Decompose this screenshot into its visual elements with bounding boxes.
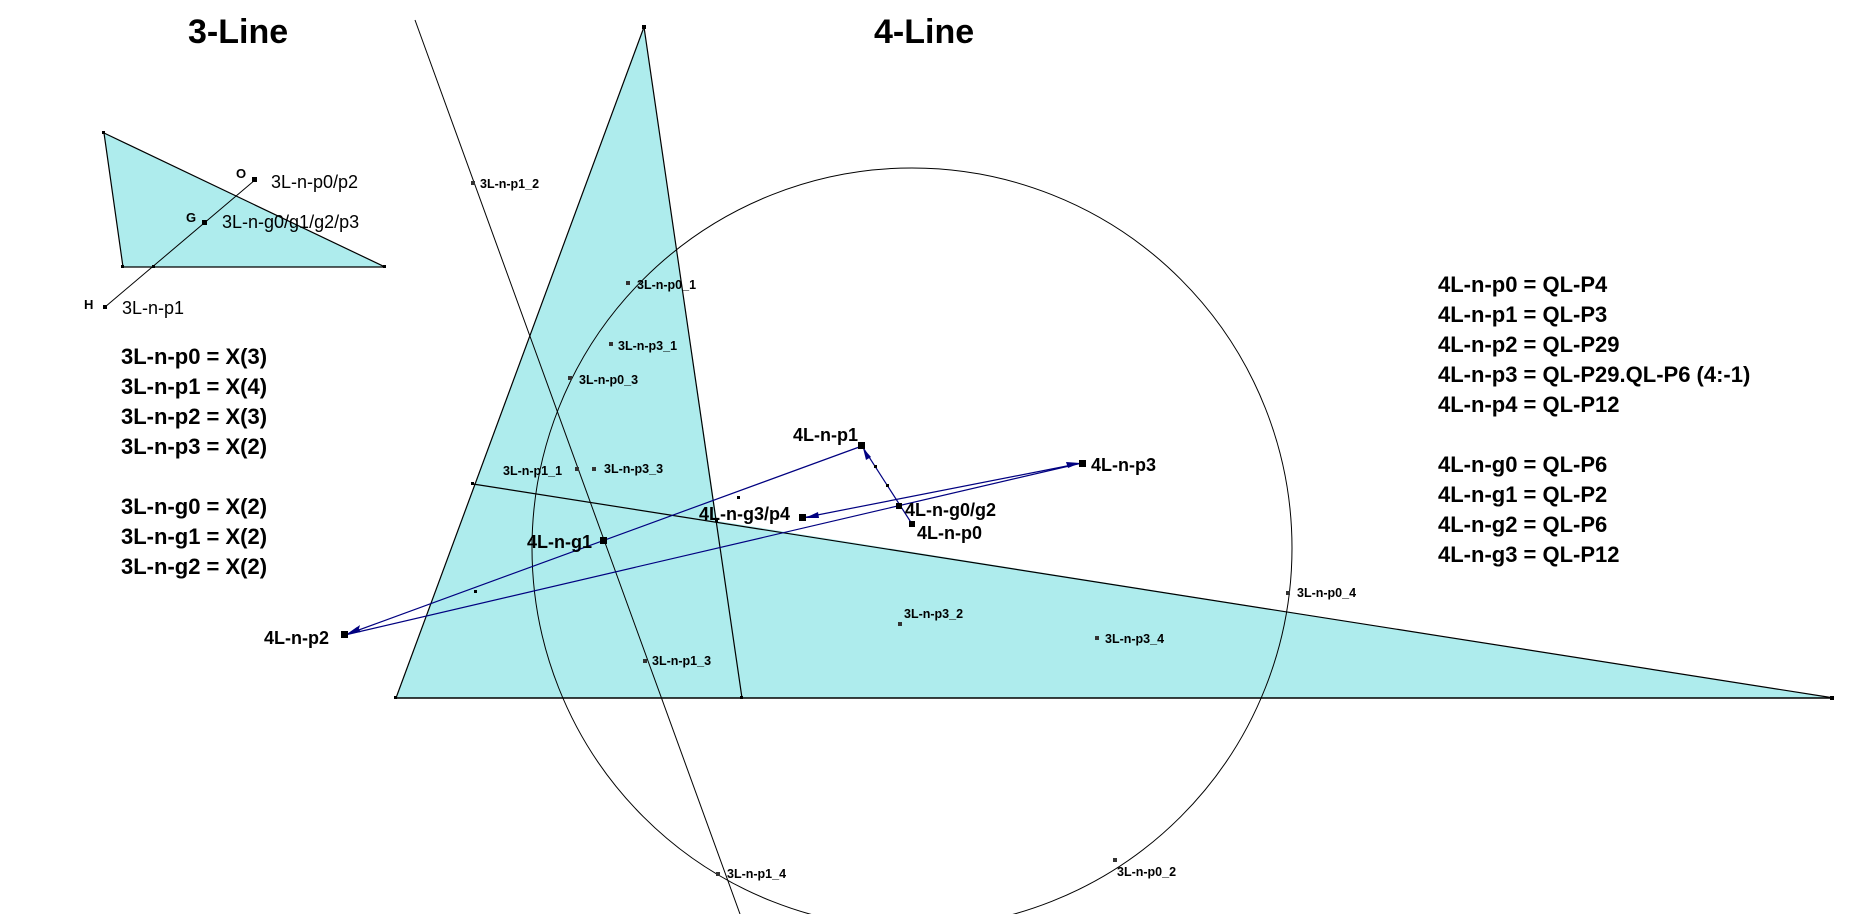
- equation: 3L-n-p2 = X(3): [121, 404, 268, 429]
- label-3l-p0-4: 3L-n-p0_4: [1297, 586, 1356, 600]
- equation: 4L-n-g0 = QL-P6: [1438, 452, 1608, 477]
- vertex-marker: [121, 265, 124, 268]
- vertex-marker: [642, 25, 646, 29]
- label-g: 3L-n-g0/g1/g2/p3: [222, 212, 359, 232]
- equation: 4L-n-p1 = QL-P3: [1438, 302, 1608, 327]
- label-o: 3L-n-p0/p2: [271, 172, 358, 192]
- label-3l-p1-1: 3L-n-p1_1: [503, 464, 562, 478]
- small-triangle-figure: O G H 3L-n-p0/p2 3L-n-g0/g1/g2/p3 3L-n-p…: [84, 131, 386, 318]
- title-4-line: 4-Line: [874, 13, 974, 51]
- vertex-marker: [715, 519, 718, 522]
- three-line-equations: 3L-n-p0 = X(3) 3L-n-p1 = X(4) 3L-n-p2 = …: [121, 342, 267, 582]
- point-3l-p3-1: [609, 342, 613, 346]
- label-4l-p3: 4L-n-p3: [1091, 455, 1156, 475]
- point-3l-p0-1: [626, 281, 630, 285]
- circumcircle: [531, 167, 1293, 914]
- letter-g: G: [186, 210, 196, 225]
- equation: 3L-n-p3 = X(2): [121, 434, 268, 459]
- equation: 3L-n-g1 = X(2): [121, 524, 268, 549]
- vertex-marker: [394, 696, 397, 699]
- point-4l-p2: [341, 631, 348, 638]
- tick-dot: [737, 496, 740, 499]
- equation: 4L-n-p0 = QL-P4: [1438, 272, 1608, 297]
- equation: 3L-n-p1 = X(4): [121, 374, 268, 399]
- equation: 3L-n-p0 = X(3): [121, 344, 268, 369]
- equation: 4L-n-g2 = QL-P6: [1438, 512, 1608, 537]
- line-inner-edge: [643, 26, 743, 699]
- tick-dot: [874, 465, 877, 468]
- point-3l-p1-4: [716, 872, 720, 876]
- equation: 3L-n-g2 = X(2): [121, 554, 268, 579]
- label-4l-g3p4: 4L-n-g3/p4: [699, 504, 790, 524]
- intersection-marker: [152, 265, 155, 268]
- point-3l-p0-3: [568, 376, 572, 380]
- point-3l-p1-2: [471, 181, 475, 185]
- euler-line-small: [104, 179, 256, 308]
- label-4l-p0: 4L-n-p0: [917, 523, 982, 543]
- equation: 4L-n-p3 = QL-P29.QL-P6 (4:-1): [1438, 362, 1751, 387]
- label-4l-p1: 4L-n-p1: [793, 425, 858, 445]
- vertex-marker: [102, 131, 105, 134]
- small-triangle: [103, 131, 386, 268]
- label-3l-p0-3: 3L-n-p0_3: [579, 373, 638, 387]
- title-3-line: 3-Line: [188, 13, 288, 51]
- point-g-marker: [202, 220, 207, 225]
- big-figure: 3L-n-p1_2 3L-n-p0_1 3L-n-p3_1 3L-n-p0_3 …: [264, 19, 1835, 914]
- label-3l-p3-4: 3L-n-p3_4: [1105, 632, 1164, 646]
- label-4l-p2: 4L-n-p2: [264, 628, 329, 648]
- point-4l-p1: [858, 442, 865, 449]
- point-3l-p3-4: [1095, 636, 1099, 640]
- tick-dot: [474, 590, 477, 593]
- label-h: 3L-n-p1: [122, 298, 184, 318]
- equation: 4L-n-p2 = QL-P29: [1438, 332, 1620, 357]
- point-3l-p3-2: [898, 622, 902, 626]
- label-4l-g0g2: 4L-n-g0/g2: [905, 500, 996, 520]
- label-3l-p1-4: 3L-n-p1_4: [727, 867, 786, 881]
- equation: 4L-n-g3 = QL-P12: [1438, 542, 1620, 567]
- label-3l-p1-2: 3L-n-p1_2: [480, 177, 539, 191]
- label-3l-p1-3: 3L-n-p1_3: [652, 654, 711, 668]
- point-3l-p0-2: [1113, 858, 1117, 862]
- label-3l-p3-1: 3L-n-p3_1: [618, 339, 677, 353]
- line-left-edge: [395, 26, 645, 699]
- letter-h: H: [84, 297, 93, 312]
- vertex-marker: [740, 696, 743, 699]
- vertex-marker: [471, 482, 474, 485]
- point-4l-g3p4: [799, 514, 806, 521]
- letter-o: O: [236, 166, 246, 181]
- point-4l-p0: [909, 521, 915, 527]
- point-4l-g1: [600, 537, 607, 544]
- tick-dot: [886, 484, 889, 487]
- label-4l-g1: 4L-n-g1: [527, 532, 592, 552]
- point-3l-p3-3: [592, 467, 596, 471]
- point-h-marker: [103, 305, 107, 309]
- point-4l-p3: [1079, 460, 1086, 467]
- label-3l-p0-2: 3L-n-p0_2: [1117, 865, 1176, 879]
- vertex-marker: [383, 265, 386, 268]
- point-3l-p0-4: [1286, 591, 1290, 595]
- four-line-equations: 4L-n-p0 = QL-P4 4L-n-p1 = QL-P3 4L-n-p2 …: [1438, 270, 1750, 570]
- arrowheads: [347, 448, 1080, 634]
- equation: 4L-n-g1 = QL-P2: [1438, 482, 1608, 507]
- point-3l-p1-3: [643, 659, 647, 663]
- label-3l-p0-1: 3L-n-p0_1: [637, 278, 696, 292]
- spacer: [1438, 420, 1750, 450]
- point-o-marker: [252, 177, 257, 182]
- vertex-marker: [1830, 696, 1834, 700]
- point-3l-p1-1: [575, 467, 579, 471]
- line-crossing: [472, 483, 1835, 699]
- label-3l-p3-3: 3L-n-p3_3: [604, 462, 663, 476]
- label-3l-p3-2: 3L-n-p3_2: [904, 607, 963, 621]
- equation: 3L-n-g0 = X(2): [121, 494, 268, 519]
- spacer: [121, 462, 267, 492]
- shaded-region: [396, 27, 1832, 698]
- equation: 4L-n-p4 = QL-P12: [1438, 392, 1620, 417]
- point-4l-g0g2: [896, 503, 902, 509]
